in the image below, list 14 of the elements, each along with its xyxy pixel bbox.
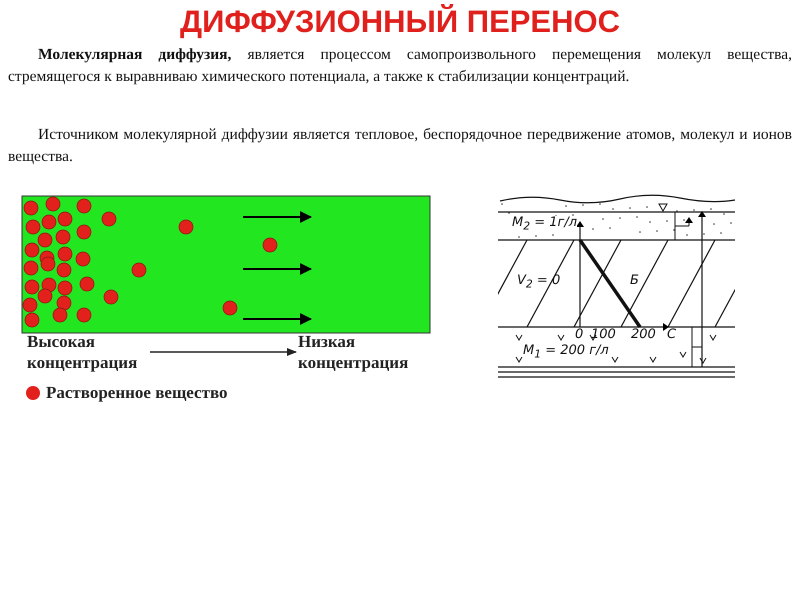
scheme-label: 200 <box>631 328 656 342</box>
scheme-label: С <box>667 328 676 342</box>
scheme-label: M$_{1}$ = 200 г/л <box>523 344 609 362</box>
legend-label: Растворенное вещество <box>46 383 228 403</box>
concentration-label: Низкая концентрация <box>298 331 410 373</box>
scheme-label: Б <box>630 274 639 288</box>
source-paragraph: Источником молекулярной диффузии является тепловое, беспорядочное передвижение атомов, молекул и ионов вещества. <box>8 125 792 167</box>
scheme-label: M$_{2}$ = 1г/л <box>512 216 578 234</box>
scheme-label: 100 <box>591 328 616 342</box>
arrow <box>150 348 297 356</box>
slide-title: ДИФФУЗИОННЫЙ ПЕРЕНОС <box>178 4 621 40</box>
scheme-label: 0 <box>575 328 584 342</box>
definition-paragraph: Молекулярная диффузия, является процессом самопроизвольного перемещения молекул вещества, стремящегося к выравниваю химического потенциала, а также к стабилизации концентраций. <box>8 45 792 87</box>
concentration-label: Высокая концентрация <box>27 331 138 373</box>
